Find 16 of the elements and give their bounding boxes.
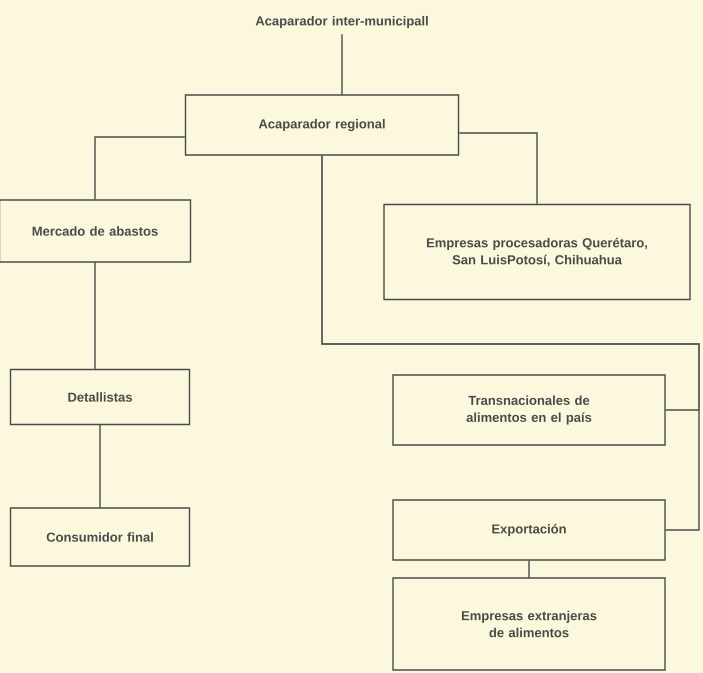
process-box: Consumidor final bbox=[10, 507, 190, 567]
connector-line bbox=[94, 262, 96, 369]
process-box: Acaparador regional bbox=[184, 94, 460, 156]
process-box: Mercado de abastos bbox=[0, 199, 192, 263]
connector-line bbox=[321, 156, 700, 531]
heading-text: Acaparador inter-municipall bbox=[256, 16, 428, 28]
connector-line bbox=[94, 136, 185, 200]
connector-line bbox=[459, 132, 538, 204]
connector-line bbox=[99, 425, 101, 508]
process-box: Transnacionales de alimentos en el país bbox=[392, 374, 666, 446]
connector-line bbox=[341, 34, 343, 94]
process-box: Empresas procesadoras Querétaro, San LuisPotosí, Chihuahua bbox=[383, 204, 691, 300]
process-box: Empresas extranjeras de alimentos bbox=[392, 577, 666, 671]
connector-line bbox=[528, 560, 530, 578]
process-box: Exportación bbox=[392, 499, 666, 561]
process-box: Detallistas bbox=[10, 368, 190, 426]
